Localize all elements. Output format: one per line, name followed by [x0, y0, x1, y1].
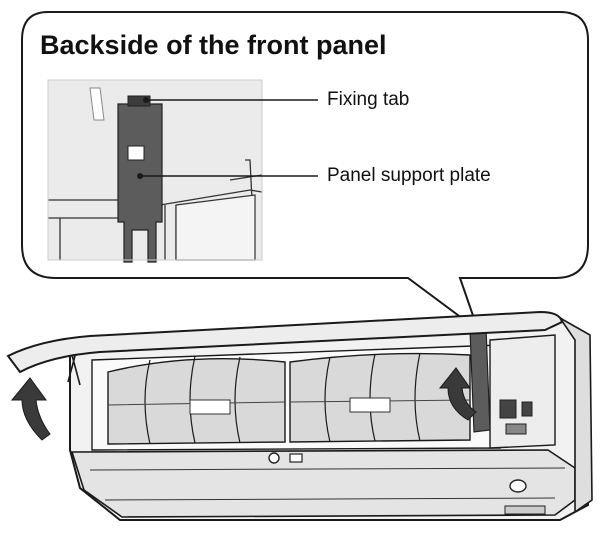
- lift-arrow-left: [10, 377, 51, 441]
- inset-slot: [89, 87, 105, 121]
- front-vent-slot: [504, 505, 546, 515]
- label-panel-support-plate: Panel support plate: [327, 165, 491, 186]
- leader-dot-fixing-tab: [143, 97, 149, 103]
- lift-arrow-right: [438, 367, 477, 421]
- plate-window: [127, 145, 145, 161]
- unit-lower-front: [70, 449, 576, 518]
- inset-photo: [47, 79, 263, 263]
- inset-right-block: [175, 194, 256, 261]
- label-fixing-tab: Fixing tab: [327, 89, 410, 110]
- air-conditioner-unit: [69, 316, 593, 521]
- leader-dot-panel-support-plate: [137, 173, 143, 179]
- front-panel-lifted: [6, 310, 564, 374]
- callout-title: Backside of the front panel: [40, 30, 387, 60]
- air-filters: [107, 352, 471, 445]
- control-compartment: [489, 334, 556, 449]
- unit-right-side: [559, 317, 593, 514]
- panel-support-plate: [117, 103, 163, 263]
- front-sensor: [509, 479, 527, 493]
- front-indicator: [289, 453, 303, 463]
- front-round-button: [268, 452, 280, 464]
- unit-panel-support-plate: [469, 327, 491, 433]
